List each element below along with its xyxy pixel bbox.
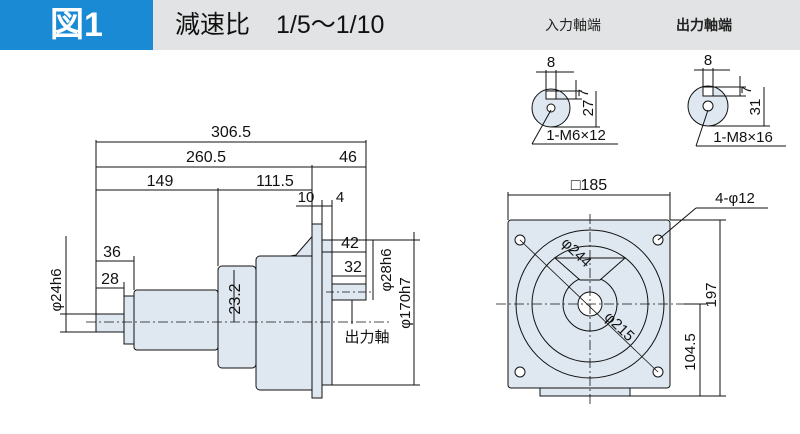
input-end-tap-hole (546, 103, 556, 113)
front-center-height: 104.5 (682, 333, 699, 371)
output-shaft-dia: φ28h6 (378, 248, 395, 291)
output-end-keyway (702, 86, 714, 97)
technical-drawing: 306.5 260.5 46 149 111.5 10 4 42 32 36 2… (48, 52, 786, 404)
bolt-leader (657, 207, 697, 241)
input-height: 27 (580, 100, 597, 117)
input-key-height: 7 (575, 89, 591, 97)
input-end-keyway (545, 90, 557, 100)
spigot-dia: φ170h7 (397, 277, 414, 328)
output-end-tap-hole (702, 100, 714, 112)
header-band: 図1 減速比 1/5～1/10 入力軸端 出力軸端 (0, 0, 800, 50)
dim-42: 42 (341, 235, 359, 252)
output-key-height: 7 (738, 86, 754, 94)
input-housing (133, 289, 219, 351)
dim-149: 149 (147, 173, 174, 190)
dim-4: 4 (336, 189, 344, 206)
tap-leader (695, 109, 709, 147)
front-height-197: 197 (703, 282, 720, 307)
input-shaft-dia: φ24h6 (48, 268, 65, 311)
dim-32: 32 (344, 259, 362, 276)
dim-306-5: 306.5 (211, 124, 251, 141)
output-shaft-end-view: 8 7 31 1-M8×16 (687, 52, 786, 147)
input-shaft-end-heading: 入力軸端 (545, 17, 601, 33)
output-flange (311, 223, 323, 399)
output-shaft-end-heading: 出力軸端 (676, 17, 732, 33)
front-square: □185 (571, 177, 607, 194)
input-tap: 1-M6×12 (546, 127, 606, 144)
ratio-text: 1/5～1/10 (276, 11, 385, 39)
gear-body (255, 255, 317, 391)
bolt-hole-icon (514, 366, 526, 378)
input-shaft-end-view: 8 7 27 1-M6×12 (531, 54, 618, 145)
front-view: □185 4-φ12 φ244 φ215 197 104.5 (496, 177, 768, 404)
front-pcd-diagonal (519, 239, 659, 373)
output-height: 31 (747, 99, 764, 116)
output-shaft-label: 出力軸 (344, 329, 389, 346)
dim-23-2: 23.2 (227, 283, 244, 314)
tap-leader (531, 109, 552, 145)
output-spigot (321, 239, 333, 386)
side-view: 306.5 260.5 46 149 111.5 10 4 42 32 36 2… (48, 124, 420, 399)
output-key-width: 8 (704, 52, 712, 69)
figure-title: 減速比 1/5～1/10 (175, 0, 384, 50)
input-key-width: 8 (547, 54, 555, 71)
dim-28: 28 (101, 271, 119, 288)
output-tap: 1-M8×16 (713, 129, 773, 146)
dim-46: 46 (339, 149, 357, 166)
title-text: 減速比 (175, 11, 251, 39)
figure-badge: 図1 (0, 0, 153, 50)
dim-111-5: 111.5 (256, 173, 294, 190)
dim-10: 10 (298, 189, 315, 206)
input-collar (123, 295, 135, 345)
motor-flange-body (217, 265, 257, 369)
dim-260-5: 260.5 (186, 149, 226, 166)
front-bolt-holes: 4-φ12 (715, 190, 755, 207)
front-base-foot (539, 387, 631, 397)
dim-36: 36 (103, 244, 121, 261)
